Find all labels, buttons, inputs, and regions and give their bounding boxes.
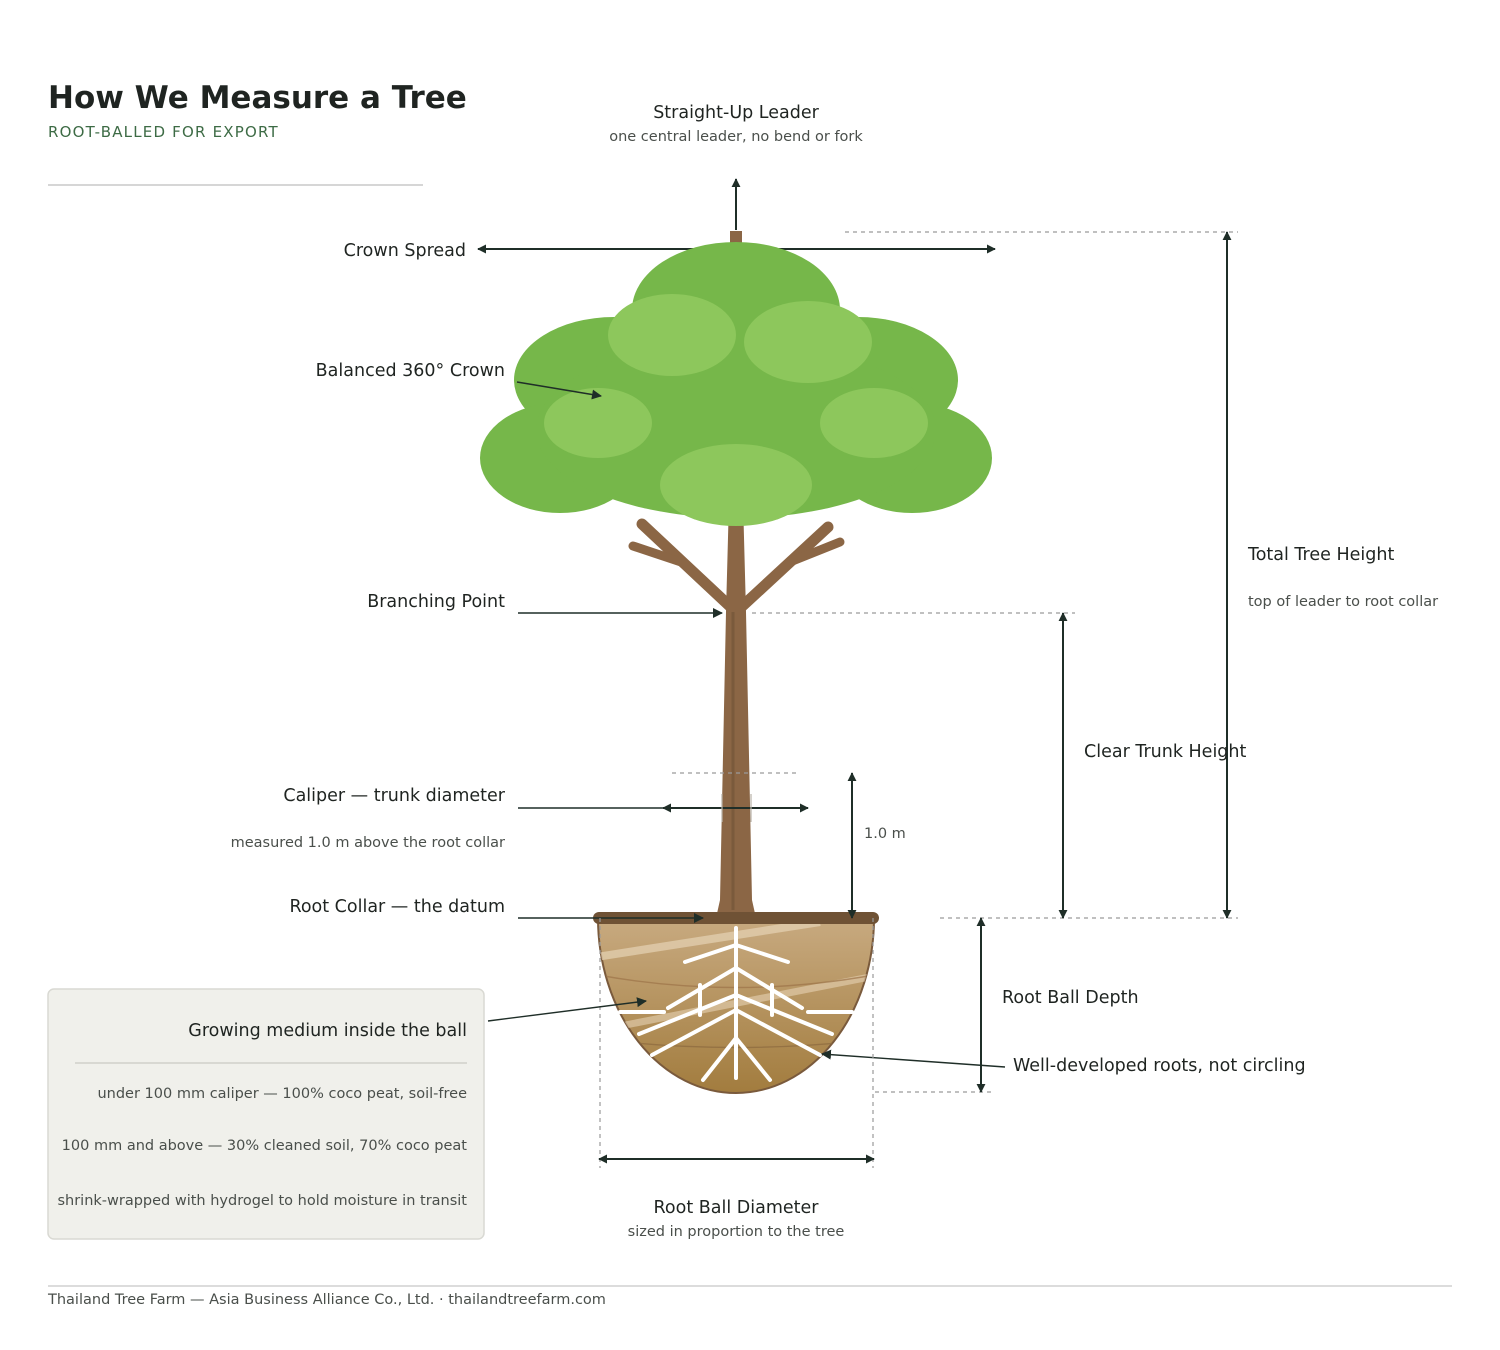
roots-illustration [618,926,854,1082]
medium-leader [487,997,647,1022]
page-subtitle: ROOT-BALLED FOR EXPORT [48,123,279,141]
root-collar-band [593,912,879,924]
total-height-title: Total Tree Height [1247,545,1394,565]
medium-line-1: under 100 mm caliper — 100% coco peat, s… [97,1086,467,1102]
root-ball-diameter-subtitle: sized in proportion to the tree [628,1224,845,1240]
footer-text: Thailand Tree Farm — Asia Business Allia… [47,1292,606,1308]
roots-label: Well-developed roots, not circling [1013,1056,1306,1076]
leader-title: Straight-Up Leader [653,103,819,123]
root-ball-diameter-title: Root Ball Diameter [654,1198,820,1218]
growing-medium-box: Growing medium inside the ball under 100… [47,988,485,1240]
medium-line-2: 100 mm and above — 30% cleaned soil, 70%… [62,1138,468,1154]
clear-trunk-label: Clear Trunk Height [1084,742,1247,762]
medium-line-3: shrink-wrapped with hydrogel to hold moi… [57,1193,467,1209]
one-meter-label: 1.0 m [864,826,906,842]
total-height-subtitle: top of leader to root collar [1248,594,1438,610]
tree-crown [480,242,992,526]
branching-point-label: Branching Point [367,592,505,612]
roots-leader [821,1049,1006,1068]
balanced-crown-label: Balanced 360° Crown [316,361,505,381]
root-ball [593,912,879,1094]
root-ball-depth-label: Root Ball Depth [1002,988,1139,1008]
balanced-crown-leader [516,381,602,400]
caliper-title: Caliper — trunk diameter [283,786,505,806]
leader-tip [730,231,742,243]
tree-trunk [628,500,845,918]
caliper-subtitle: measured 1.0 m above the root collar [231,835,505,851]
root-collar-label: Root Collar — the datum [289,897,505,917]
leader-subtitle: one central leader, no bend or fork [609,129,863,145]
crown-spread-label: Crown Spread [344,241,466,261]
page-title: How We Measure a Tree [48,80,467,116]
medium-box-title: Growing medium inside the ball [188,1021,467,1041]
